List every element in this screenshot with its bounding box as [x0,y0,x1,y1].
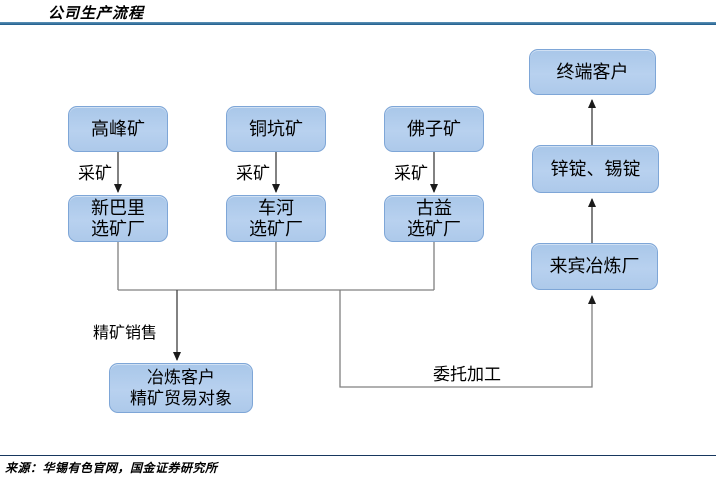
node-fozi-mine: 佛子矿 [384,106,484,152]
node-terminal-customer: 终端客户 [529,49,656,95]
node-smelting-client: 冶炼客户 精矿贸易对象 [109,363,253,413]
node-laibin-smelter: 来宾冶炼厂 [531,243,658,290]
figure-title: 公司生产流程 [48,6,145,22]
footer-divider [0,455,716,456]
label-concentrate-sales: 精矿销售 [93,325,158,342]
label-mining-3: 采矿 [394,164,428,183]
label-mining-2: 采矿 [236,164,270,183]
label-mining-1: 采矿 [78,164,112,183]
node-guyi-concentrator: 古益 选矿厂 [384,195,484,242]
node-ingots: 锌锭、锡锭 [532,145,659,193]
title-divider [0,22,716,25]
node-chehe-concentrator: 车河 选矿厂 [226,195,326,242]
node-xinbali-concentrator: 新巴里 选矿厂 [68,195,168,242]
label-consigned-processing: 委托加工 [433,365,501,384]
node-tongkeng-mine: 铜坑矿 [226,106,326,152]
node-gaofeng-mine: 高峰矿 [68,106,168,152]
source-note: 来源：华锡有色官网，国金证券研究所 [5,461,218,475]
edge-concentrator-bus [117,242,435,291]
